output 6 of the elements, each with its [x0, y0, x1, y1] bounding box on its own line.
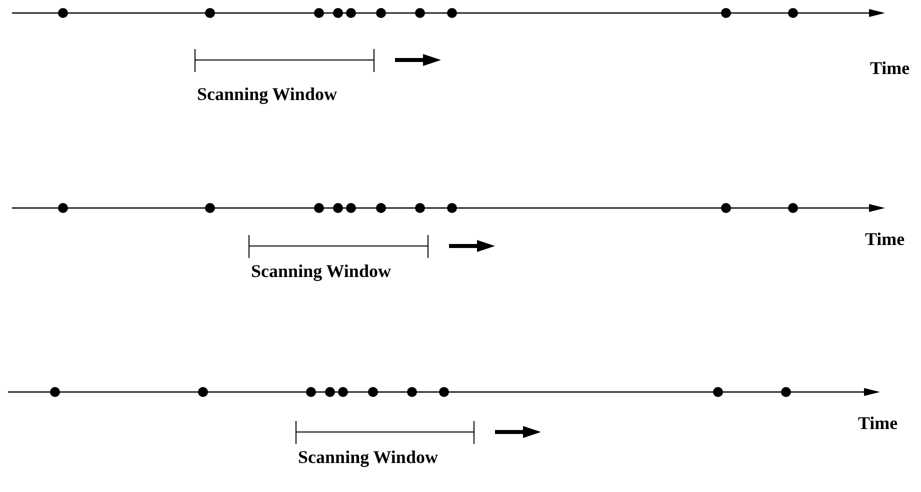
window-label: Scanning Window [298, 448, 438, 466]
axis-label: Time [865, 230, 905, 248]
axis-label: Time [870, 59, 910, 77]
axis-label: Time [858, 414, 898, 432]
window-label: Scanning Window [251, 262, 391, 280]
window-label: Scanning Window [197, 85, 337, 103]
